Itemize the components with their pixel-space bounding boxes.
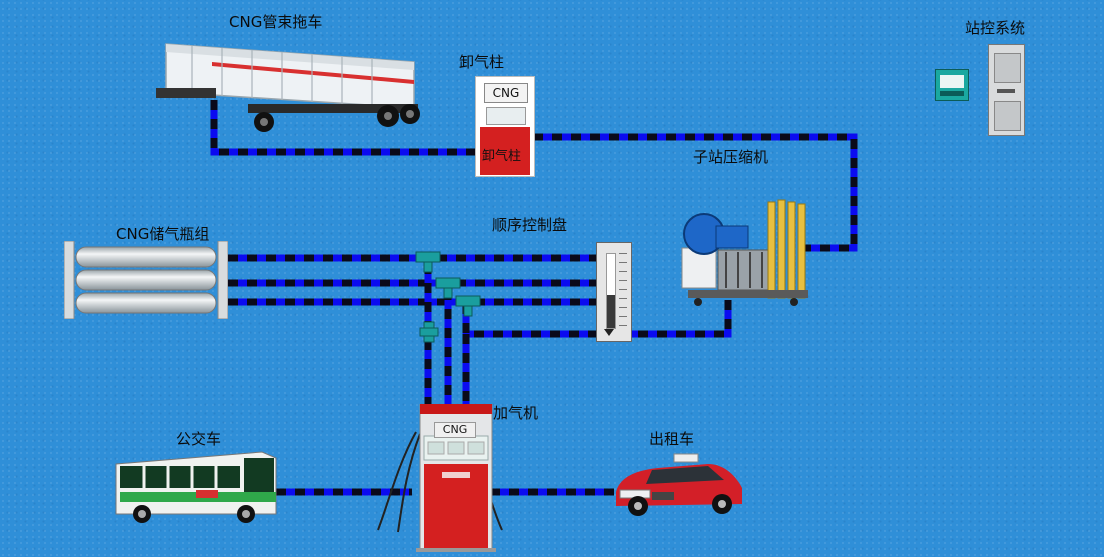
label-taxi: 出租车 <box>649 430 695 448</box>
control-cabinet <box>988 44 1025 136</box>
valve-check <box>419 321 439 343</box>
compressor-image <box>681 199 808 306</box>
label-bus: 公交车 <box>176 430 222 448</box>
sequence-panel-gauge-track <box>606 253 616 329</box>
label-station-control: 站控系统 <box>965 19 1026 37</box>
valve-tee-2 <box>435 277 461 299</box>
control-cabinet-lights <box>997 89 1015 93</box>
label-tube-trailer: CNG管束拖车 <box>229 13 323 31</box>
dispenser-tag: CNG <box>434 422 476 438</box>
control-cabinet-lower <box>994 101 1021 131</box>
control-monitor-keys <box>940 91 964 96</box>
control-monitor <box>935 69 969 101</box>
valve-tee-1 <box>415 251 441 273</box>
control-cabinet-panel <box>994 53 1021 83</box>
valve-tee-3 <box>455 295 481 317</box>
unloading-post: CNG 卸气柱 <box>475 76 535 177</box>
control-monitor-screen <box>940 75 964 88</box>
sequence-panel-marker <box>604 329 614 336</box>
storage-bank-image <box>64 241 228 319</box>
tube-trailer-image <box>156 43 420 132</box>
pipe-trailer-to-unloading-post <box>210 100 480 156</box>
sequence-panel-scale <box>619 253 627 327</box>
label-unloading-post: 卸气柱 <box>459 53 505 71</box>
label-sequence-panel: 顺序控制盘 <box>492 216 568 234</box>
unloading-post-gauge <box>486 107 526 125</box>
unloading-post-body-label: 卸气柱 <box>482 149 522 164</box>
label-dispenser: 加气机 <box>493 404 539 422</box>
unloading-post-tag: CNG <box>484 83 528 103</box>
unloading-post-body: 卸气柱 <box>480 127 530 175</box>
label-storage-bank: CNG储气瓶组 <box>116 225 210 243</box>
taxi-image <box>616 453 742 516</box>
sequence-panel-gauge-fill <box>607 295 615 328</box>
label-compressor: 子站压缩机 <box>693 148 769 166</box>
bus-image <box>115 451 277 523</box>
pipe-unloading-post-to-compressor <box>533 133 858 252</box>
sequence-panel <box>596 242 632 342</box>
pipe-compressor-to-sequence-panel <box>632 300 732 338</box>
